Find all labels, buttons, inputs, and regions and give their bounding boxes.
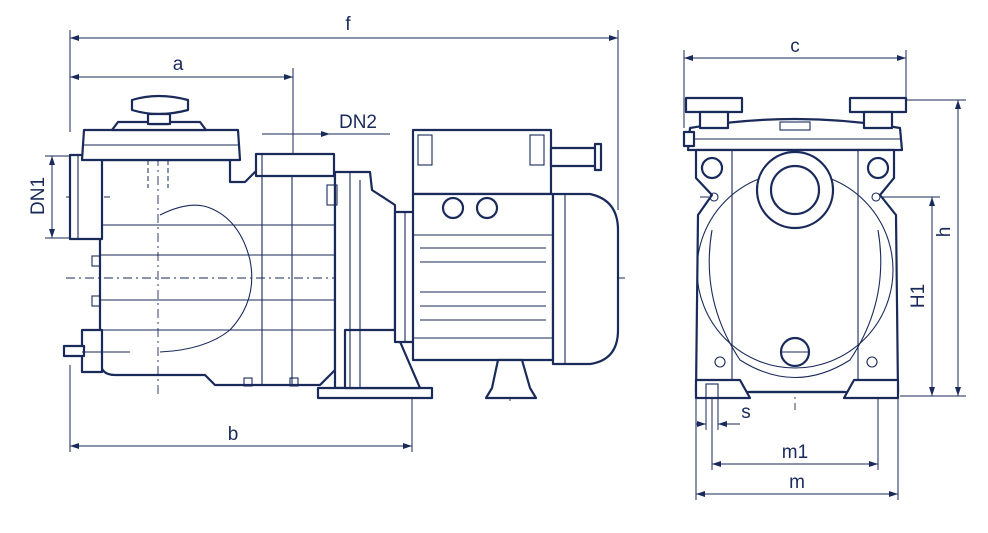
dimension-label-m: m	[789, 472, 805, 493]
front-drain-plug	[779, 336, 811, 368]
drain-plug	[62, 328, 130, 374]
motor-body	[411, 192, 555, 362]
dimension-f: f	[69, 14, 619, 210]
dimension-a: a	[70, 54, 294, 158]
dimension-m1: m1	[711, 398, 879, 470]
dimension-c: c	[683, 36, 907, 128]
dimension-label-f: f	[345, 14, 351, 35]
motor-fan-cover	[551, 192, 620, 366]
dimension-label-dn2: DN2	[339, 112, 377, 133]
front-inlet-port	[755, 150, 835, 230]
dimension-label-h1: H1	[908, 284, 929, 308]
dimension-label-s: s	[741, 402, 751, 423]
motor-terminal-box	[411, 128, 603, 196]
dimension-dn2: DN2	[262, 112, 390, 137]
dimension-label-dn1: DN1	[28, 177, 49, 215]
front-view: c h H1 s m1	[682, 36, 966, 500]
front-right-knob[interactable]	[848, 96, 908, 130]
outlet-port	[254, 152, 336, 178]
dimension-label-m1: m1	[782, 442, 808, 463]
dimension-m: m	[695, 398, 899, 500]
dimension-label-a: a	[173, 54, 184, 75]
front-left-knob[interactable]	[684, 96, 744, 130]
front-base	[694, 378, 900, 400]
dimension-label-h: h	[934, 227, 955, 238]
lid-knob[interactable]	[130, 94, 190, 188]
dimension-label-c: c	[790, 36, 800, 57]
side-view: f a DN2 DN1 b	[28, 14, 625, 452]
dimension-b: b	[69, 365, 413, 452]
inlet-port	[68, 153, 104, 241]
dimension-label-b: b	[228, 424, 239, 445]
motor-foot	[484, 358, 538, 400]
pump-body	[316, 170, 434, 400]
